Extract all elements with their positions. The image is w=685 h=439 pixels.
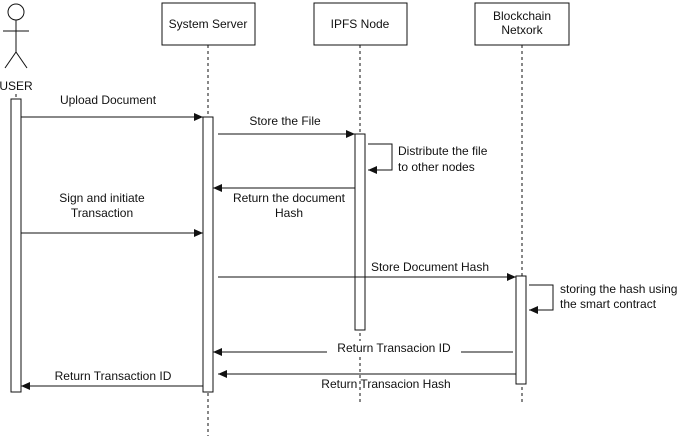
blockchain-network-activation-bar <box>515 275 527 385</box>
blockchain-network-label-line1: Blockchain <box>493 9 551 23</box>
return-transaction-id-bc-label-bg <box>327 341 461 356</box>
user-actor-head <box>7 3 25 21</box>
return-transaction-id-user-label: Return Transaction ID <box>55 369 172 383</box>
distribute-label-line2: to other nodes <box>398 160 475 174</box>
user-actor-left-leg <box>4 51 17 69</box>
smart-contract-self-arrow <box>529 284 554 314</box>
system-server-box <box>161 2 256 46</box>
blockchain-network-label-line2: Netxork <box>501 23 543 37</box>
smart-contract-label-line1: storing the hash using <box>560 282 677 296</box>
user-actor-label: USER <box>0 79 33 93</box>
sign-transaction-label-line1: Sign and initiate <box>59 191 145 205</box>
distribute-label-line1: Distribute the file <box>398 144 488 158</box>
return-hash-label-line1: Return the document <box>233 191 346 205</box>
ipfs-node-activation-bar <box>354 133 366 331</box>
smart-contract-label-line2: the smart contract <box>560 297 657 311</box>
user-activation-bar <box>10 98 22 393</box>
return-transaction-hash-label: Return Transacion Hash <box>321 377 450 391</box>
user-actor: USER <box>0 3 33 93</box>
blockchain-network-box <box>474 2 570 46</box>
system-server-activation-bar <box>202 116 214 393</box>
ipfs-node-box <box>313 2 408 46</box>
system-server-label: System Server <box>169 17 248 31</box>
user-actor-right-leg <box>15 51 28 69</box>
upload-document-label: Upload Document <box>60 93 157 107</box>
store-file-label: Store the File <box>249 114 321 128</box>
return-transaction-id-bc-label: Return Transacion ID <box>337 341 451 355</box>
ipfs-node-label: IPFS Node <box>331 17 390 31</box>
store-document-hash-label: Store Document Hash <box>371 260 489 274</box>
distribute-self-arrow <box>368 143 393 174</box>
sign-transaction-label-line2: Transaction <box>71 206 133 220</box>
return-hash-label-line2: Hash <box>275 206 303 220</box>
